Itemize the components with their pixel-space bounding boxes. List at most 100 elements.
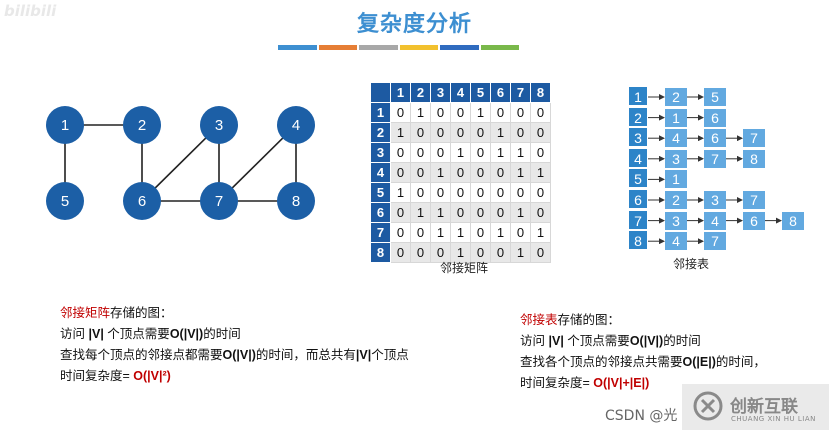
color-segment	[480, 45, 519, 50]
matrix-cell: 1	[510, 162, 531, 183]
list-node: 4	[704, 211, 726, 230]
color-segment	[359, 45, 398, 50]
matrix-cell: 1	[530, 222, 551, 243]
matrix-cell: 0	[530, 142, 551, 163]
list-node: 4	[665, 129, 687, 148]
matrix-cell: 0	[470, 242, 491, 263]
graph-node-label: 4	[292, 117, 300, 134]
list-node: 2	[665, 88, 687, 106]
text: O(|V|)	[169, 327, 204, 341]
text: 存储的图：	[110, 306, 173, 320]
graph-node-label: 8	[292, 193, 300, 210]
matrix-cell: 0	[530, 182, 551, 203]
text: O(|E|)	[682, 355, 716, 369]
graph-node	[277, 182, 315, 220]
matrix-col-header: 8	[530, 82, 551, 103]
matrix-text-line-1: 邻接矩阵存储的图：	[60, 303, 409, 324]
page-title: 复杂度分析	[356, 12, 472, 37]
matrix-cell: 0	[510, 182, 531, 203]
matrix-cell: 1	[510, 242, 531, 263]
complexity-value: O(|V|²)	[133, 369, 171, 383]
text: 的时间，	[715, 355, 766, 369]
list-node: 7	[743, 129, 765, 148]
text: 访问	[60, 327, 89, 341]
list-node: 1	[665, 170, 687, 189]
graph-node-label: 6	[138, 193, 146, 210]
list-node: 2	[665, 191, 687, 209]
matrix-cell: 0	[490, 202, 511, 223]
matrix-cell: 0	[530, 202, 551, 223]
csdn-watermark: CSDN @光	[605, 408, 678, 424]
list-node: 8	[743, 149, 765, 168]
graph-node	[200, 106, 238, 144]
matrix-col-header: 4	[450, 82, 471, 103]
list-complexity-text: 邻接表存储的图： 访问 |V| 个顶点需要O(|V|)的时间 查找各个顶点的邻接…	[520, 310, 766, 394]
brand-logo-icon	[693, 391, 723, 421]
list-node: 6	[704, 108, 726, 127]
list-node: 6	[743, 211, 765, 230]
list-node: 7	[704, 232, 726, 251]
matrix-col-header: 3	[430, 82, 451, 103]
list-node: 1	[665, 108, 687, 127]
graph-node	[123, 106, 161, 144]
matrix-complexity-text: 邻接矩阵存储的图： 访问 |V| 个顶点需要O(|V|)的时间 查找每个顶点的邻…	[60, 303, 409, 387]
matrix-cell: 0	[410, 242, 431, 263]
text: O(|V|)	[222, 348, 256, 362]
list-node: 3	[704, 191, 726, 209]
brand-name: 创新互联	[730, 397, 798, 417]
matrix-cell: 0	[470, 142, 491, 163]
matrix-row-header: 8	[370, 242, 391, 263]
matrix-row-header: 7	[370, 222, 391, 243]
text: 时间复杂度=	[60, 369, 134, 383]
matrix-col-header: 5	[470, 82, 491, 103]
brand-name-en: CHUANG XIN HU LIAN	[731, 415, 816, 423]
list-node: 3	[665, 149, 687, 168]
matrix-cell: 0	[390, 242, 411, 263]
matrix-cell: 0	[470, 182, 491, 203]
list-text-line-1: 邻接表存储的图：	[520, 310, 766, 331]
text: 的时间	[663, 334, 701, 348]
text: 个顶点需要	[563, 334, 630, 348]
matrix-text-line-2: 访问 |V| 个顶点需要O(|V|)的时间	[60, 324, 409, 345]
color-segment	[278, 45, 317, 50]
list-head-node: 8	[628, 230, 648, 251]
watermark-logo: bilibili	[4, 2, 57, 20]
list-head-node: 2	[628, 106, 648, 127]
matrix-cell: 1	[450, 242, 471, 263]
text: |V|	[355, 348, 372, 362]
graph-node	[46, 106, 84, 144]
text: |V|	[88, 327, 104, 341]
keyword: 邻接矩阵	[60, 306, 111, 320]
matrix-cell: 0	[410, 142, 431, 163]
matrix-cell: 1	[450, 142, 471, 163]
color-segment	[318, 45, 357, 50]
graph-node-label: 2	[138, 117, 146, 134]
matrix-cell: 1	[470, 102, 491, 123]
text: 存储的图：	[557, 313, 621, 327]
list-node: 5	[704, 88, 726, 106]
matrix-cell: 0	[450, 202, 471, 223]
list-caption: 邻接表	[673, 257, 710, 271]
matrix-row-header: 5	[370, 182, 391, 203]
matrix-cell: 1	[490, 222, 511, 243]
graph-node	[200, 182, 238, 220]
list-head-node: 5	[628, 168, 648, 189]
matrix-text-line-3: 查找每个顶点的邻接点都需要O(|V|)的时间，而总共有|V|个顶点	[60, 345, 409, 366]
matrix-caption: 邻接矩阵	[440, 261, 489, 275]
graph-node-label: 5	[61, 193, 69, 210]
matrix-cell: 0	[450, 162, 471, 183]
graph-node-label: 1	[61, 117, 69, 134]
title-color-bar	[278, 45, 519, 50]
matrix-cell: 0	[510, 102, 531, 123]
matrix-cell: 0	[430, 142, 451, 163]
color-segment	[399, 45, 438, 50]
graph-node	[46, 182, 84, 220]
matrix-corner	[370, 82, 391, 103]
text: 查找每个顶点的邻接点都需要	[60, 348, 223, 362]
adjacency-list-arrows	[648, 94, 782, 245]
